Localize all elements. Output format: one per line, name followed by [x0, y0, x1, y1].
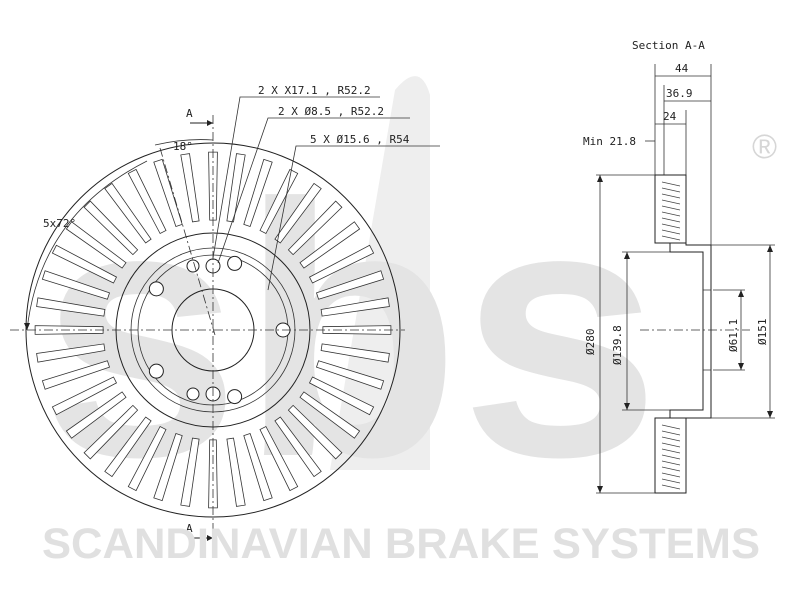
- vane-hatch-line: [661, 454, 681, 460]
- wheel-bolt-hole: [148, 363, 164, 379]
- vent-slot: [41, 270, 111, 300]
- vent-slot: [274, 182, 322, 244]
- vent-slot: [243, 432, 273, 502]
- vent-slot: [287, 404, 343, 460]
- vent-slot: [83, 200, 139, 256]
- vent-slot: [51, 376, 118, 416]
- vent-slot: [51, 244, 118, 284]
- vent-slot: [287, 200, 343, 256]
- angle-arc-18: [154, 139, 214, 146]
- vane-hatch-line: [661, 193, 681, 199]
- vent-slot: [153, 158, 183, 228]
- callout-leader-3: [267, 145, 440, 291]
- vent-slot: [153, 432, 183, 502]
- hat-outer-diameter-label: Ø151: [756, 319, 769, 346]
- hat-depth-label: 36.9: [666, 87, 693, 100]
- vane-hatch-line: [661, 223, 681, 229]
- hat-diameter-label: Ø139.8: [611, 325, 624, 365]
- vent-slot: [36, 343, 106, 363]
- overall-thickness-label: 44: [675, 62, 689, 75]
- vent-slot: [65, 221, 127, 269]
- callout-text-1: 2 X X17.1 , R52.2: [258, 84, 371, 97]
- vane-hatch-line: [661, 217, 681, 223]
- section-view: Section A-A 44 36.9 24 Min 21.8: [583, 39, 775, 494]
- section-marker-bottom: A: [186, 522, 193, 535]
- vent-slot: [226, 153, 246, 223]
- vane-hatch-line: [661, 466, 681, 472]
- outer-diameter-label: Ø280: [584, 329, 597, 356]
- vane-hatch-line: [661, 235, 681, 241]
- vane-hatch-line: [661, 199, 681, 205]
- vent-slot: [243, 158, 273, 228]
- registered-mark: ®: [752, 128, 777, 166]
- vane-hatch-line: [661, 205, 681, 211]
- vane-hatch-line: [661, 211, 681, 217]
- vent-slot: [41, 360, 111, 390]
- locator-hole: [186, 259, 200, 273]
- section-marker-top: A: [186, 107, 193, 120]
- callout-leader-1: [212, 96, 380, 259]
- angle-reference-line: [159, 147, 216, 336]
- vent-slot: [180, 437, 200, 507]
- angle-offset-label: 18°: [173, 140, 193, 153]
- angle-arc-72: [26, 160, 148, 331]
- vent-slot: [299, 221, 361, 269]
- vent-slot: [127, 168, 167, 235]
- vent-slot: [299, 391, 361, 439]
- disc-thickness-label: 24: [663, 110, 677, 123]
- vent-slot: [104, 416, 152, 478]
- vane-hatch-line: [661, 229, 681, 235]
- vane-hatch-line: [661, 430, 681, 436]
- vane-hatch-line: [661, 442, 681, 448]
- disc-profile: [640, 174, 750, 494]
- vent-slot: [36, 297, 106, 317]
- vane-hatch-line: [661, 436, 681, 442]
- vent-slot: [104, 182, 152, 244]
- vent-slot: [259, 425, 299, 492]
- vent-slot: [315, 360, 385, 390]
- callout-text-2: 2 X Ø8.5 , R52.2: [278, 105, 384, 118]
- vent-slot: [308, 244, 375, 284]
- vent-slot: [315, 270, 385, 300]
- vane-hatch-line: [661, 187, 681, 193]
- section-title: Section A-A: [632, 39, 705, 52]
- vane-hatch-line: [661, 472, 681, 478]
- vent-slot: [274, 416, 322, 478]
- vent-slot: [65, 391, 127, 439]
- wheel-bolt-hole: [227, 389, 243, 405]
- brand-tagline: SCANDINAVIAN BRAKE SYSTEMS: [42, 520, 760, 568]
- disc-outer-edge: [25, 142, 401, 518]
- callout-text-3: 5 X Ø15.6 , R54: [310, 133, 410, 146]
- vane-hatch-line: [661, 424, 681, 430]
- wheel-bolt-hole: [148, 281, 164, 297]
- vent-slot: [320, 343, 390, 363]
- vane-hatch-line: [661, 181, 681, 187]
- vane-hatch-line: [661, 460, 681, 466]
- vent-slot: [83, 404, 139, 460]
- min-thickness-label: Min 21.8: [583, 135, 636, 148]
- vent-slot: [127, 425, 167, 492]
- locator-hole: [186, 387, 200, 401]
- vent-slot: [308, 376, 375, 416]
- center-bore-label: Ø61.1: [727, 319, 740, 352]
- front-view: A A 18° 5x72° 2 X X17.1 , R52.2 2 X Ø8.5…: [10, 84, 440, 545]
- vent-slot: [180, 153, 200, 223]
- wheel-bolt-hole: [227, 255, 243, 271]
- vane-hatch-line: [661, 484, 681, 490]
- vane-hatch-line: [661, 448, 681, 454]
- cooling-vents: [34, 151, 392, 509]
- bolt-angle-label: 5x72°: [43, 217, 76, 230]
- vent-slot: [226, 437, 246, 507]
- vent-slot: [320, 297, 390, 317]
- vane-hatch-line: [661, 478, 681, 484]
- callout-leader-2: [217, 117, 410, 264]
